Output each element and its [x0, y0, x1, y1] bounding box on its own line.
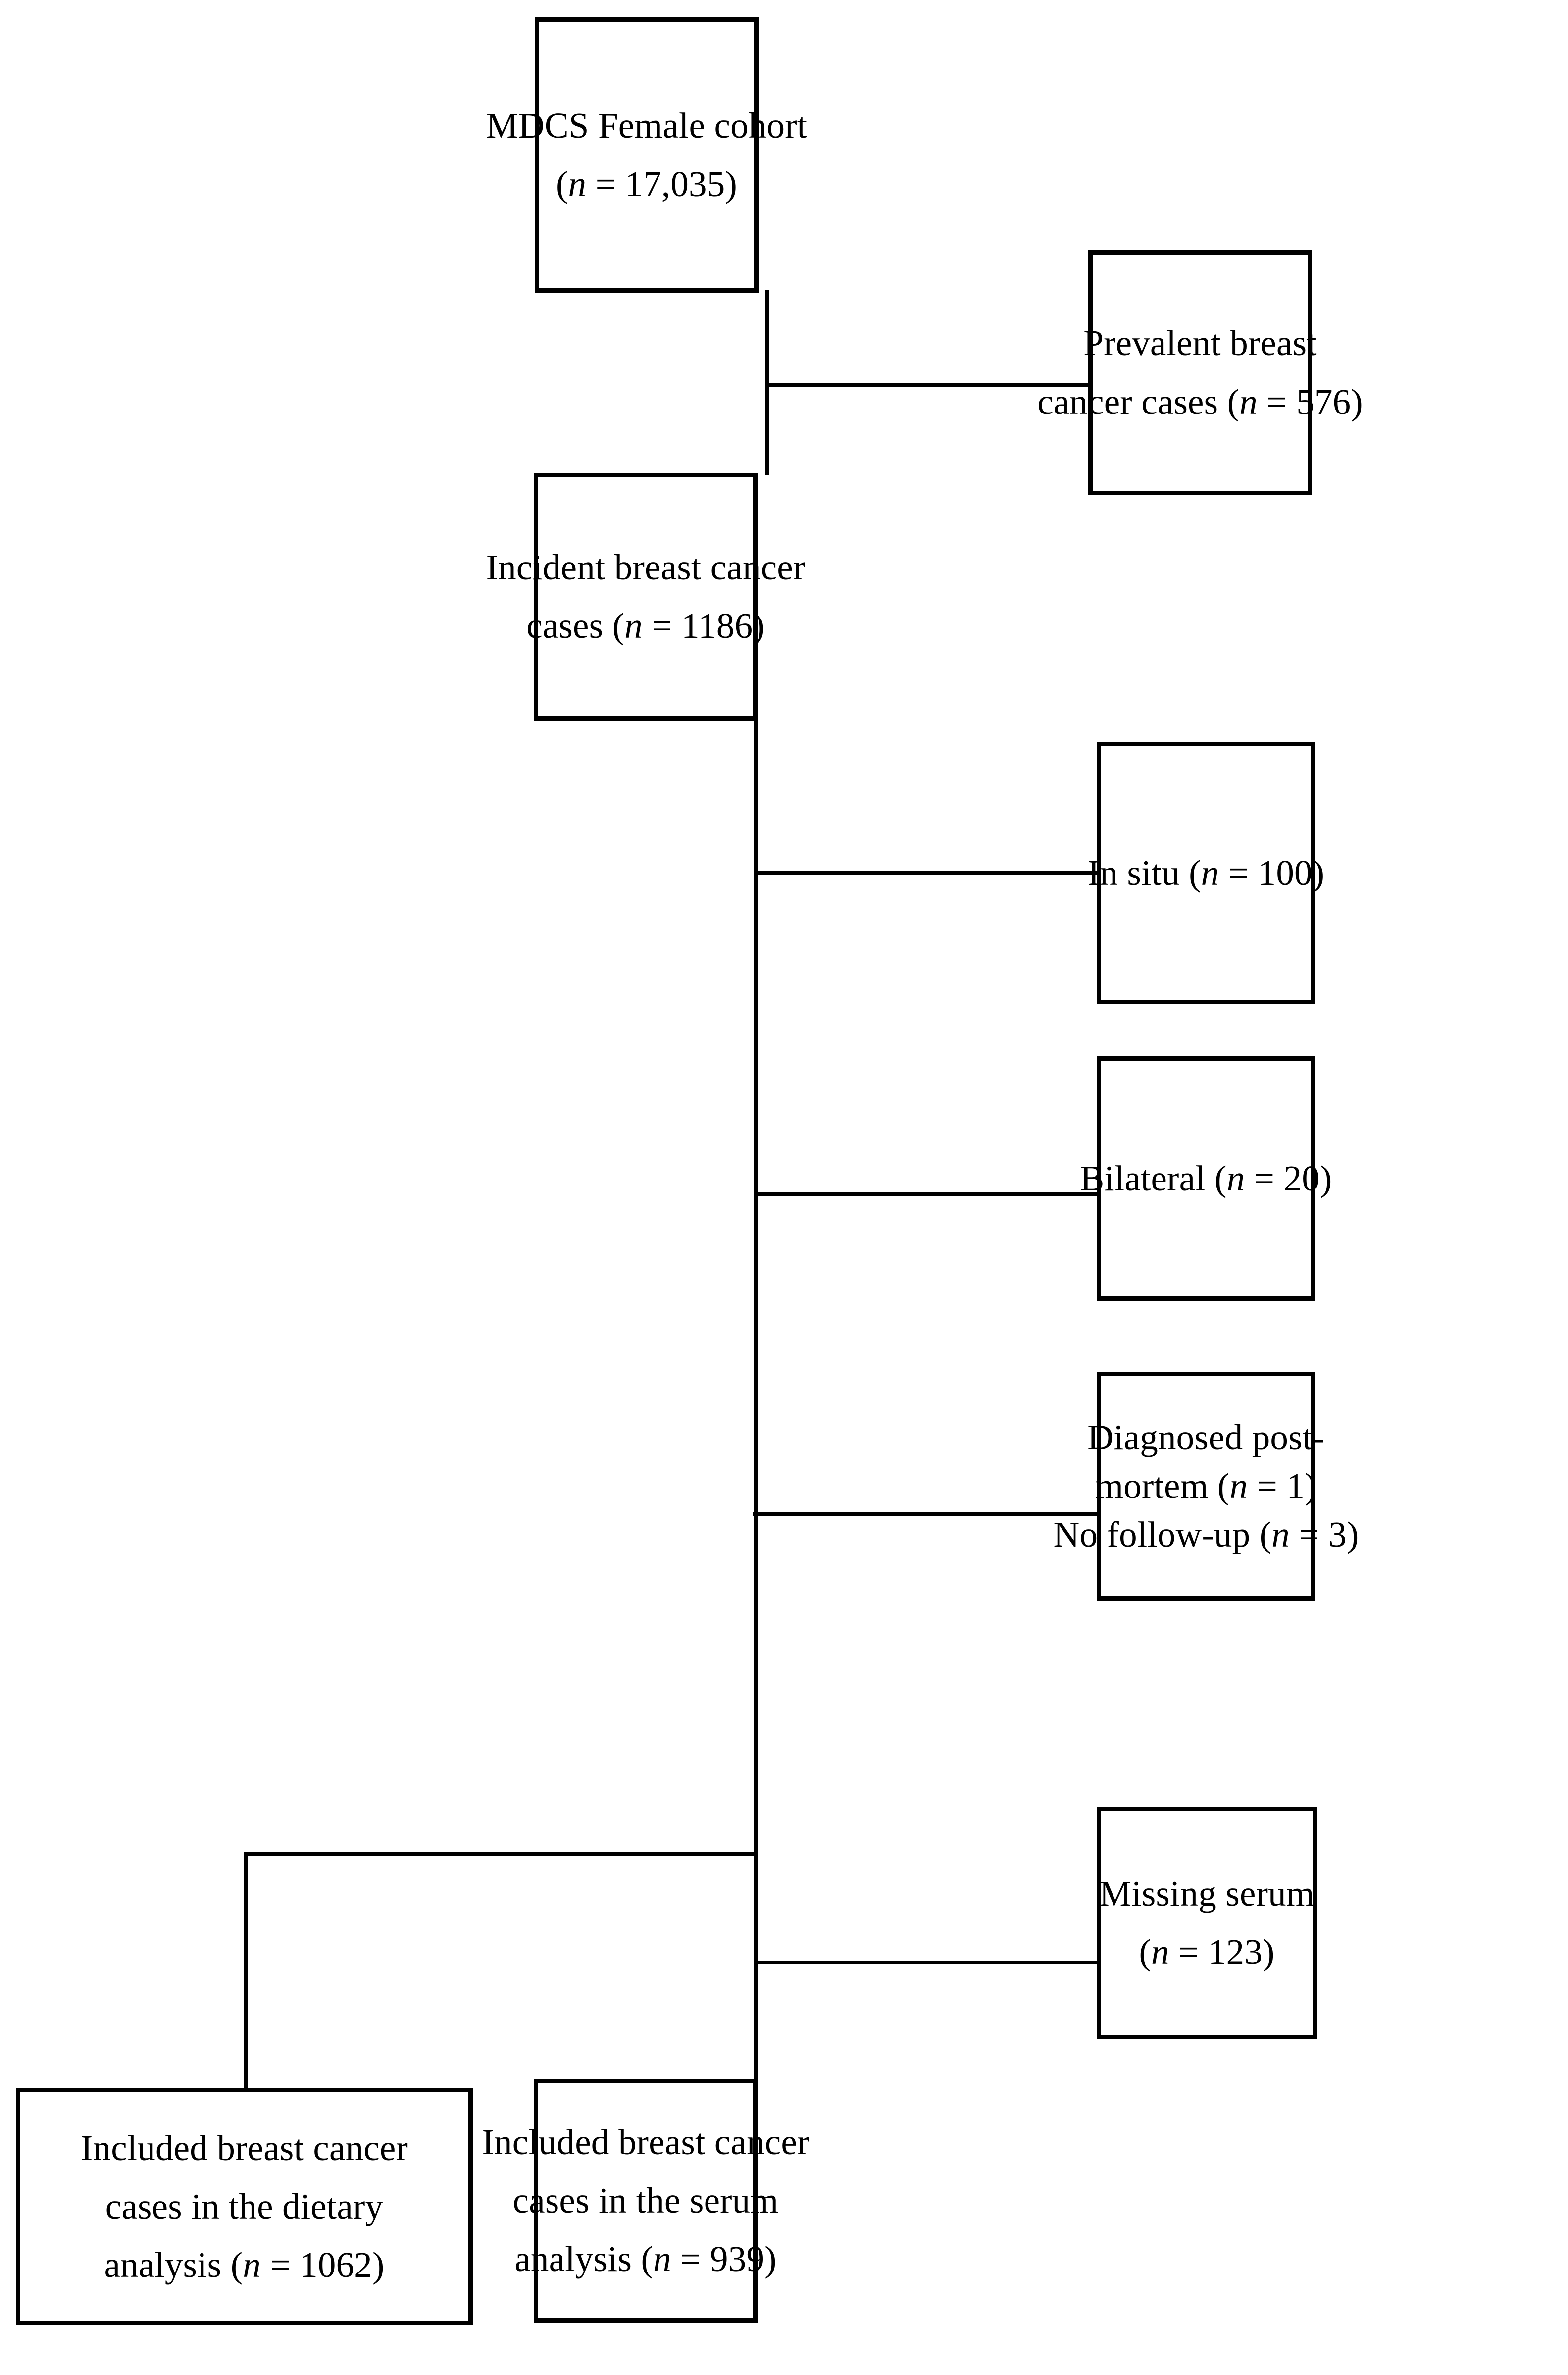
n-symbol: n — [624, 606, 643, 646]
node-line: Included breast cancer — [482, 2121, 809, 2162]
node-incident-breast-cancer-cases[interactable]: Incident breast cancer cases (n = 1186) — [486, 473, 805, 721]
connector-incident-to-missing-serum — [754, 1961, 1099, 1964]
node-line: Incident breast cancer — [486, 547, 806, 587]
node-line: cases in the dietary — [105, 2186, 384, 2226]
node-line: Prevalent breast — [1083, 323, 1317, 363]
node-line: analysis (n = 1062) — [104, 2245, 385, 2285]
n-symbol: n — [1239, 381, 1258, 422]
n-symbol: n — [243, 2245, 261, 2285]
node-in-situ-exclusion[interactable]: In situ (n = 100) — [1088, 742, 1324, 1004]
node-line: cases in the serum — [512, 2180, 779, 2220]
n-symbol: n — [1271, 1514, 1290, 1554]
node-line: MDCS Female cohort — [486, 105, 808, 146]
node-included-cases-serum-analysis[interactable]: Included breast cancer cases in the seru… — [482, 2079, 809, 2323]
n-symbol: n — [1151, 1932, 1169, 1972]
node-line: mortem (n = 1) — [1095, 1466, 1317, 1506]
connector-incident-trunk — [754, 719, 758, 2081]
node-line: Diagnosed post- — [1087, 1417, 1325, 1458]
connector-incident-to-postmortem — [753, 1512, 1099, 1516]
n-symbol: n — [1226, 1158, 1245, 1198]
node-line: cases (n = 1186) — [526, 606, 765, 646]
node-line: (n = 123) — [1139, 1932, 1275, 1972]
node-mdcs-female-cohort[interactable]: MDCS Female cohort (n = 17,035) — [486, 17, 807, 293]
node-line: No follow-up (n = 3) — [1053, 1514, 1359, 1554]
n-symbol: n — [568, 164, 587, 204]
node-line: analysis (n = 939) — [514, 2239, 777, 2279]
node-line: In situ (n = 100) — [1087, 852, 1325, 893]
node-line: Missing serum — [1099, 1873, 1315, 1913]
node-prevalent-breast-cancer-cases[interactable]: Prevalent breast cancer cases (n = 576) — [1037, 250, 1363, 495]
connector-incident-to-dietary-vertical — [244, 1852, 248, 2089]
node-line: (n = 17,035) — [556, 164, 737, 204]
node-line: Included breast cancer — [80, 2127, 408, 2168]
n-symbol: n — [1201, 852, 1219, 893]
n-symbol: n — [653, 2239, 671, 2279]
node-line: Bilateral (n = 20) — [1080, 1158, 1332, 1198]
node-missing-serum-exclusion[interactable]: Missing serum (n = 123) — [1097, 1807, 1317, 2039]
n-symbol: n — [1229, 1466, 1248, 1506]
connector-cohort-to-prevalent — [765, 383, 1090, 387]
connector-incident-to-dietary-horizontal — [244, 1852, 756, 1856]
connector-cohort-to-incident — [765, 290, 769, 475]
node-included-cases-dietary-analysis[interactable]: Included breast cancer cases in the diet… — [16, 2088, 473, 2325]
connector-incident-to-insitu — [754, 871, 1099, 875]
node-line: cancer cases (n = 576) — [1037, 381, 1363, 422]
node-bilateral-exclusion[interactable]: Bilateral (n = 20) — [1080, 1056, 1332, 1301]
connector-incident-to-bilateral — [754, 1192, 1099, 1196]
node-postmortem-and-no-followup-exclusion[interactable]: Diagnosed post- mortem (n = 1) No follow… — [1054, 1372, 1359, 1601]
